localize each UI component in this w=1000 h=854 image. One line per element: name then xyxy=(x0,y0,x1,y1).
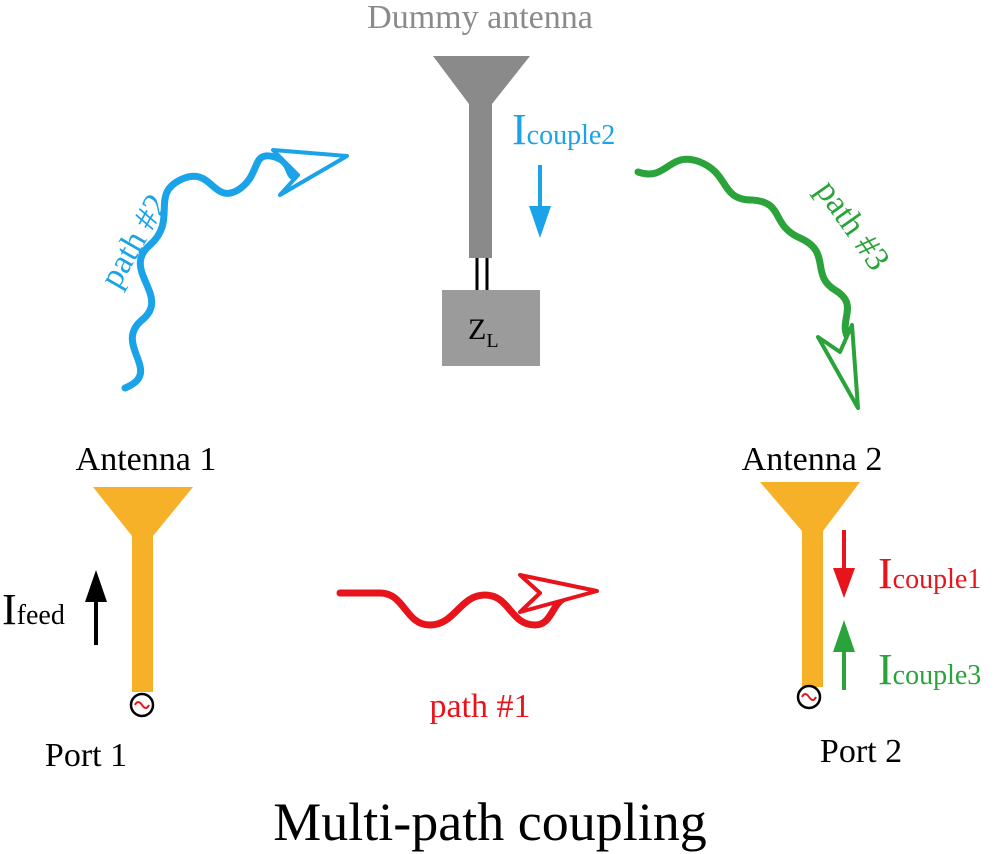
current-couple2: Icouple2 xyxy=(512,105,615,238)
dummy-antenna-shape xyxy=(433,56,530,258)
current-feed-label: Ifeed xyxy=(2,585,65,634)
antenna2-label: Antenna 2 xyxy=(742,441,883,478)
load-impedance-box xyxy=(442,290,540,366)
path1-label: path #1 xyxy=(429,688,530,725)
path2-label: path #2 xyxy=(93,188,176,294)
current-couple1-arrow-head xyxy=(833,568,855,598)
current-couple2-arrow-head xyxy=(529,206,551,238)
path1-arrow-head xyxy=(518,573,599,614)
path1-wave: path #1 xyxy=(336,573,599,725)
port2-source-wave xyxy=(801,693,817,701)
load-impedance-label: ZL xyxy=(468,313,499,352)
diagram-title: Multi-path coupling xyxy=(273,792,706,852)
antenna1-shape xyxy=(93,487,193,692)
current-couple2-label: Icouple2 xyxy=(512,105,615,154)
port1-label: Port 1 xyxy=(45,737,127,774)
antenna2: Antenna 2 Port 2 Icouple1 Icouple3 xyxy=(742,441,982,770)
current-couple3-label: Icouple3 xyxy=(878,645,981,694)
path1-wave-line xyxy=(336,589,569,629)
path2-wave: path #2 xyxy=(93,148,349,392)
dummy-antenna-label: Dummy antenna xyxy=(367,0,593,36)
path2-arrow-head xyxy=(271,148,349,197)
path3-arrow-head xyxy=(816,323,860,410)
current-feed-arrow-head xyxy=(85,570,107,602)
antenna1-label: Antenna 1 xyxy=(76,441,217,478)
current-couple3-arrow-head xyxy=(833,620,855,652)
current-couple1-label: Icouple1 xyxy=(878,549,981,598)
port1-source-wave xyxy=(134,701,150,709)
path3-wave: path #3 xyxy=(634,155,897,410)
port2-label: Port 2 xyxy=(820,733,902,770)
path3-wave-line xyxy=(634,155,852,342)
antenna1: Antenna 1 Port 1 Ifeed xyxy=(2,441,216,774)
dummy-antenna: Dummy antenna ZL xyxy=(367,0,593,366)
antenna2-shape xyxy=(760,482,860,687)
path2-wave-line xyxy=(121,152,304,392)
